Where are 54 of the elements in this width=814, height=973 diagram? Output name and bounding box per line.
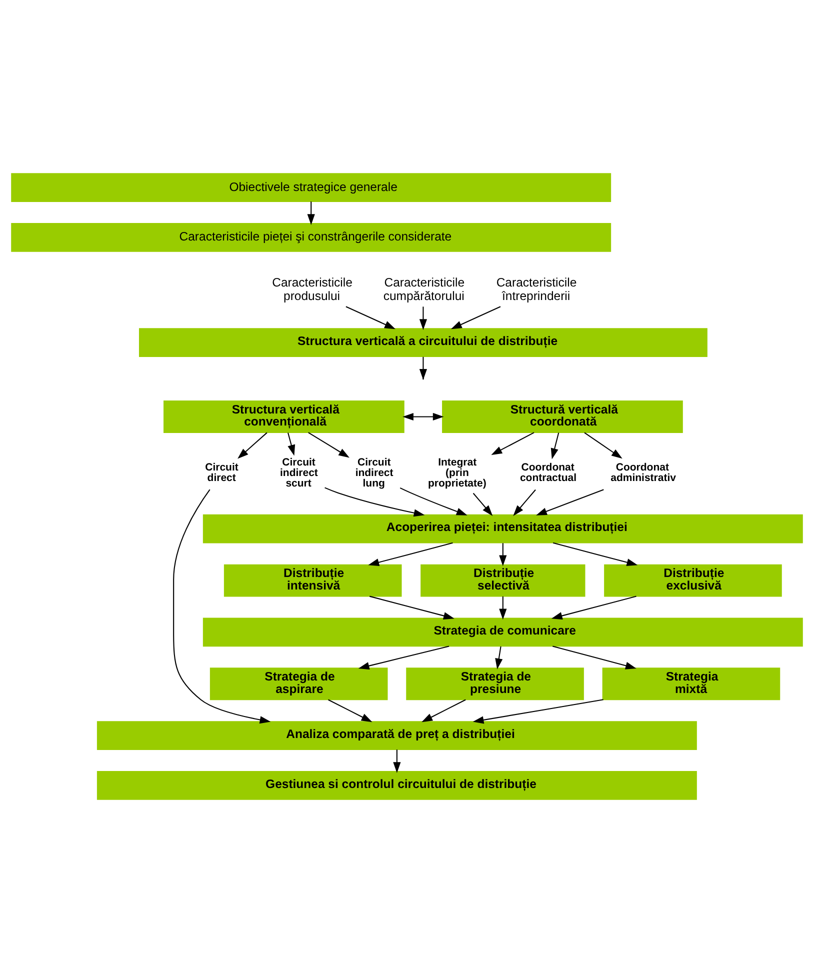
arrow — [400, 487, 468, 516]
node-box: Distribuție selectivă — [420, 564, 586, 597]
node-box: Distribuție exclusivă — [604, 564, 782, 597]
node-box: Structura verticală convențională — [164, 400, 404, 433]
arrow — [584, 432, 622, 459]
arrow — [472, 492, 493, 516]
arrow — [550, 432, 560, 460]
node-box: Distribuție intensivă — [224, 564, 402, 597]
arrow — [422, 699, 466, 722]
arrow — [393, 750, 401, 774]
node-text: Caracteristicile produsului — [272, 276, 352, 303]
arrow — [499, 543, 507, 566]
arrow — [419, 306, 427, 330]
node-text: Circuit direct — [205, 462, 238, 484]
arrow — [173, 489, 271, 724]
node-box: Gestiunea si controlul circuitului de distribuție — [96, 771, 697, 800]
arrow — [368, 542, 453, 566]
node-box: Obiectivele strategice generale — [11, 173, 612, 202]
node-box: Strategia de presiune — [406, 668, 584, 700]
arrow — [552, 646, 636, 670]
arrow — [307, 202, 315, 225]
node-box: Analiza comparată de preț a distribuției — [96, 721, 697, 750]
arrow — [324, 487, 425, 517]
arrow — [308, 432, 350, 458]
node-box: Caracteristicile pieței şi constrângerile considerate — [11, 222, 612, 252]
arrow — [369, 596, 454, 620]
node-text: Coordonat contractual — [520, 462, 577, 484]
arrow — [552, 542, 638, 566]
arrow — [346, 306, 396, 330]
node-text: Circuit indirect lung — [355, 456, 394, 490]
node-text: Integrat (prin proprietate) — [428, 456, 486, 490]
arrow — [499, 596, 507, 620]
node-box: Structură verticală coordonată — [442, 400, 683, 433]
node-text: Coordonat administrativ — [610, 462, 676, 484]
node-text: Circuit indirect scurt — [280, 456, 318, 490]
arrow — [513, 489, 536, 516]
arrow — [288, 432, 296, 456]
node-text: Caracteristicile întreprinderii — [496, 276, 577, 303]
arrow — [536, 489, 604, 516]
node-box: Strategia mixtă — [602, 668, 780, 700]
node-box: Structura verticală a circuitului de distribuție — [138, 328, 708, 357]
node-text: Caracteristicile cumpărătorului — [383, 276, 465, 303]
arrow — [450, 306, 501, 330]
arrow — [491, 432, 534, 456]
arrow — [495, 646, 503, 670]
arrow — [551, 596, 636, 620]
node-box: Acoperirea pieței: intensitatea distribuției — [202, 514, 803, 544]
arrow — [472, 699, 604, 724]
node-box: Strategia de aspirare — [210, 668, 388, 700]
arrow — [238, 432, 268, 459]
arrow — [358, 646, 450, 670]
node-box: Strategia de comunicare — [202, 618, 803, 647]
arrow — [402, 412, 444, 421]
arrow — [328, 699, 372, 722]
